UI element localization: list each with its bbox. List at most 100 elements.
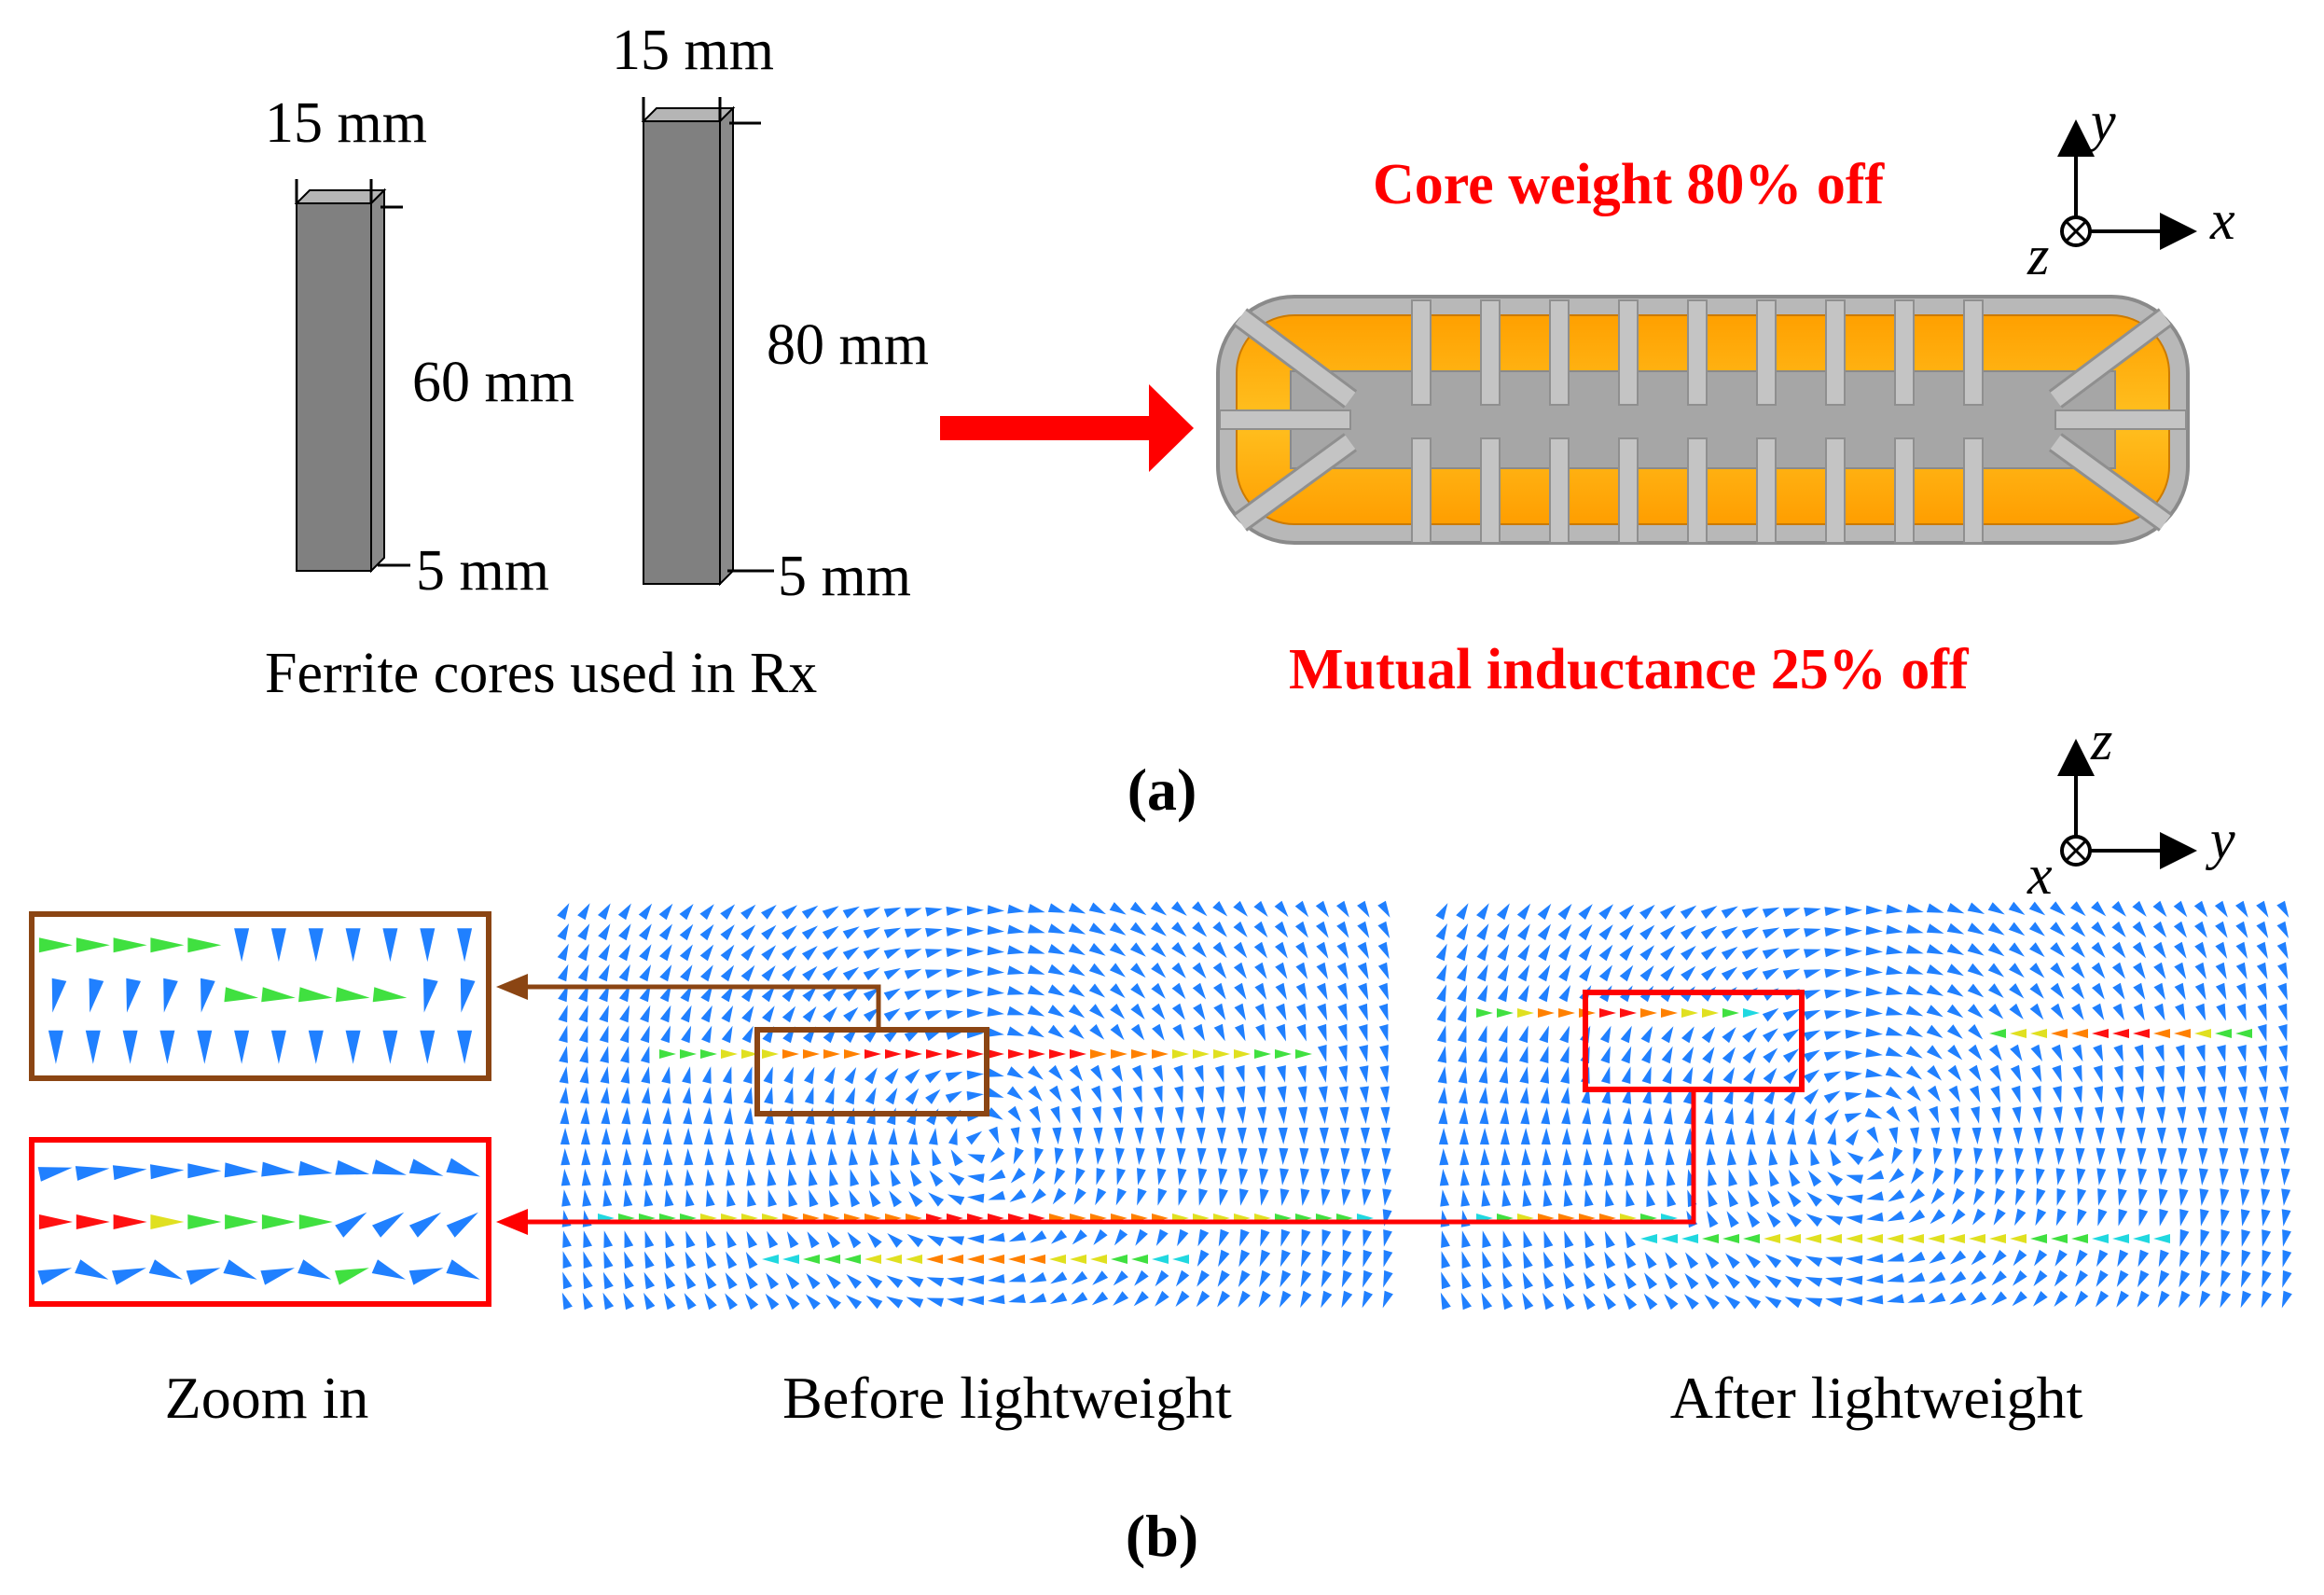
field-vector — [2215, 921, 2228, 938]
field-vector — [1764, 1275, 1782, 1289]
field-vector — [929, 1170, 944, 1187]
field-vector — [643, 1271, 656, 1290]
field-vector — [2034, 1249, 2048, 1267]
field-vector — [1929, 1251, 1946, 1264]
field-vector — [685, 1189, 695, 1207]
field-vector — [1564, 1230, 1574, 1249]
field-vector — [704, 1148, 714, 1166]
field-vector — [1275, 962, 1288, 979]
field-vector — [1133, 1291, 1149, 1307]
field-vector — [2117, 1168, 2127, 1186]
field-vector — [583, 1251, 593, 1269]
field-vector — [1932, 1167, 1944, 1186]
zoom-field-vector — [113, 937, 147, 953]
field-vector — [2028, 901, 2046, 916]
field-vector — [2282, 1250, 2292, 1268]
field-vector — [1702, 1234, 1719, 1243]
field-vector — [1436, 964, 1447, 982]
field-vector — [1177, 1228, 1189, 1247]
field-vector — [1520, 1128, 1530, 1145]
field-vector — [1007, 924, 1025, 935]
field-vector — [1383, 1250, 1393, 1268]
field-vector — [1279, 1147, 1289, 1165]
field-vector — [583, 1271, 593, 1290]
field-vector — [1336, 962, 1349, 980]
field-vector — [1174, 1106, 1184, 1124]
field-vector — [1987, 942, 2005, 957]
field-vector — [1095, 1147, 1104, 1165]
zoom-field-vector — [382, 1030, 398, 1064]
field-vector — [2036, 1187, 2046, 1206]
field-vector — [577, 903, 590, 921]
field-vector — [1236, 1086, 1246, 1103]
field-vector — [1886, 965, 1903, 976]
field-vector — [1625, 1251, 1637, 1269]
field-vector — [1213, 1049, 1230, 1059]
field-vector — [1666, 1169, 1676, 1186]
field-vector — [2153, 1234, 2170, 1243]
field-vector — [1561, 1128, 1571, 1145]
field-vector — [2009, 963, 2025, 978]
field-vector — [842, 947, 860, 961]
field-vector — [1070, 1085, 1082, 1103]
field-vector — [2179, 1188, 2189, 1206]
field-vector — [883, 1008, 901, 1022]
field-vector — [1458, 1066, 1468, 1084]
field-vector — [1341, 1290, 1353, 1309]
field-vector — [2259, 1106, 2269, 1124]
field-vector — [659, 964, 672, 982]
field-vector — [1502, 1230, 1513, 1248]
zoom-field-vector — [234, 928, 250, 963]
field-vector — [560, 1128, 570, 1145]
field-vector — [887, 1233, 903, 1248]
field-vector — [1440, 1210, 1450, 1227]
zoom-field-vector — [223, 1259, 257, 1280]
field-vector — [1171, 962, 1186, 978]
field-vector — [1764, 1254, 1782, 1269]
field-vector — [1318, 1065, 1328, 1083]
field-vector — [1068, 902, 1086, 914]
field-vector — [1479, 1128, 1489, 1145]
field-vector — [2256, 962, 2268, 980]
field-vector — [2010, 1064, 2022, 1083]
field-vector — [724, 1107, 733, 1125]
field-vector — [577, 923, 590, 941]
field-vector — [1865, 1028, 1883, 1038]
field-vector — [2112, 982, 2125, 1000]
field-vector — [1280, 1188, 1290, 1206]
field-vector — [1667, 1189, 1677, 1207]
zoom-field-vector — [446, 1259, 480, 1280]
field-vector — [2118, 1188, 2127, 1206]
field-vector — [2240, 1269, 2251, 1288]
field-vector — [1517, 964, 1530, 982]
field-vector — [560, 1169, 571, 1186]
field-vector — [1256, 1065, 1266, 1083]
field-vector — [658, 903, 673, 921]
field-vector — [906, 1297, 924, 1309]
field-vector — [1501, 1148, 1511, 1166]
field-vector — [2217, 1065, 2227, 1083]
axis-b-vertical-label: z — [2090, 710, 2112, 771]
field-vector — [849, 1148, 858, 1166]
field-vector — [1336, 921, 1349, 938]
field-vector — [1457, 1025, 1467, 1043]
field-vector — [1660, 965, 1675, 982]
field-vector — [2257, 982, 2268, 1001]
field-vector — [1518, 1046, 1529, 1063]
field-vector — [1298, 1127, 1308, 1144]
field-vector — [1866, 1170, 1885, 1180]
field-vector — [2015, 1168, 2025, 1186]
field-vector — [2175, 1045, 2185, 1062]
field-vector — [865, 1067, 878, 1085]
field-vector — [1741, 926, 1759, 939]
field-vector — [603, 1230, 614, 1248]
field-vector — [1029, 1271, 1047, 1283]
field-vector — [1908, 1209, 1926, 1224]
field-vector — [1114, 1228, 1128, 1246]
field-vector — [1072, 1229, 1087, 1245]
field-vector — [988, 1190, 1005, 1200]
field-vector — [868, 1190, 881, 1208]
field-vector — [642, 1128, 652, 1145]
field-vector — [2133, 1029, 2150, 1038]
field-vector — [1320, 1168, 1330, 1186]
